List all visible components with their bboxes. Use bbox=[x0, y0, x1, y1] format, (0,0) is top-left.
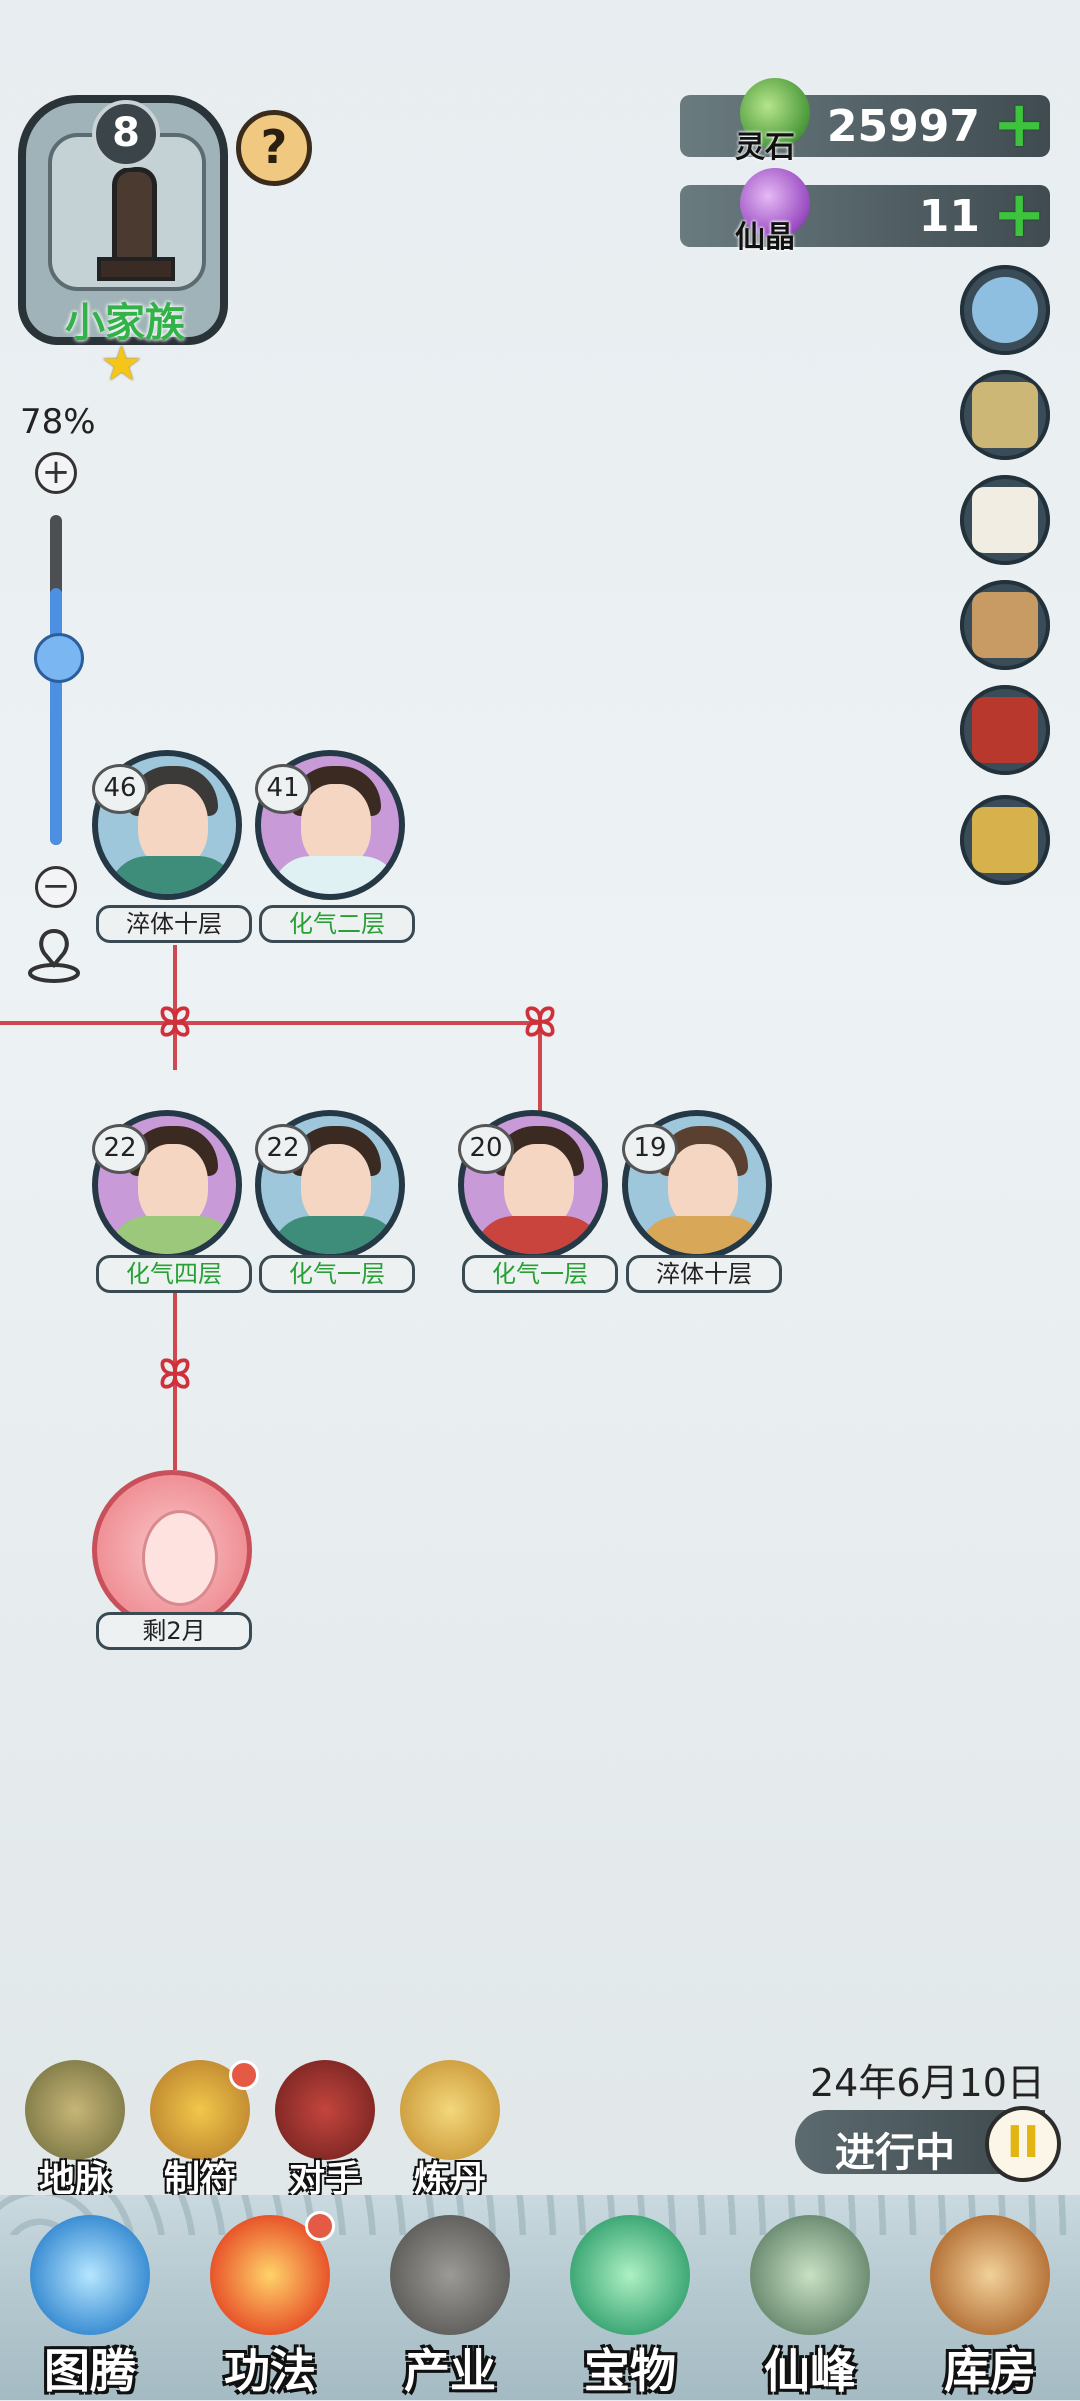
plaque-icon bbox=[972, 807, 1038, 873]
tab-totem[interactable]: 图腾 bbox=[0, 2195, 180, 2400]
status-text: 进行中 bbox=[835, 2130, 955, 2176]
notification-dot bbox=[305, 2211, 335, 2241]
map-scroll-icon bbox=[972, 382, 1038, 448]
treasure-bag-icon bbox=[930, 2215, 1050, 2335]
unborn-child[interactable] bbox=[92, 1470, 252, 1630]
member-card[interactable]: 22 化气四层 bbox=[92, 1110, 252, 1293]
tab-label: 仙峰 bbox=[764, 2344, 856, 2398]
notification-dot bbox=[229, 2060, 259, 2090]
clan-name: 小家族 bbox=[65, 300, 185, 346]
book-icon bbox=[972, 697, 1038, 763]
bottom-nav bbox=[0, 2195, 1080, 2400]
avatar bbox=[622, 1110, 772, 1260]
settings-button[interactable] bbox=[960, 265, 1050, 355]
tab-label: 图腾 bbox=[44, 2344, 136, 2398]
immortal-crystal-label: 仙晶 bbox=[735, 220, 795, 255]
totem-icon bbox=[30, 2215, 150, 2335]
tree-line bbox=[538, 1021, 542, 1111]
mountain-hall-icon bbox=[390, 2215, 510, 2335]
earth-vein-icon bbox=[25, 2060, 125, 2160]
tab-label: 产业 bbox=[404, 2344, 496, 2398]
gate-icon bbox=[275, 2060, 375, 2160]
age-badge: 20 bbox=[458, 1124, 514, 1174]
book-button[interactable] bbox=[960, 685, 1050, 775]
add-immortal-crystal-button[interactable]: + bbox=[992, 178, 1046, 252]
clan-level: 8 bbox=[92, 100, 160, 168]
tab-industry[interactable]: 产业 bbox=[360, 2195, 540, 2400]
member-card[interactable]: 46 淬体十层 bbox=[92, 750, 252, 943]
cultivation-rank: 淬体十层 bbox=[96, 905, 252, 943]
zoom-in-button[interactable]: + bbox=[35, 452, 77, 494]
marriage-knot-icon: ꕤ bbox=[158, 1352, 192, 1398]
age-badge: 19 bbox=[622, 1124, 678, 1174]
cultivation-rank: 化气一层 bbox=[259, 1255, 415, 1293]
cultivation-rank: 化气一层 bbox=[462, 1255, 618, 1293]
quick-talisman[interactable]: 制符 bbox=[145, 2060, 259, 2200]
letter-icon bbox=[972, 487, 1038, 553]
tab-label: 宝物 bbox=[584, 2344, 676, 2398]
zoom-out-button[interactable]: − bbox=[35, 866, 77, 908]
game-date: 24年6月10日 bbox=[810, 2061, 1045, 2105]
age-badge: 46 bbox=[92, 764, 148, 814]
tab-treasure[interactable]: 宝物 bbox=[540, 2195, 720, 2400]
spirit-stone-icon bbox=[740, 78, 810, 148]
map-button[interactable] bbox=[960, 370, 1050, 460]
quick-label: 对手 bbox=[288, 2159, 361, 2200]
tree-line bbox=[0, 1021, 540, 1025]
quick-label: 炼丹 bbox=[413, 2159, 486, 2200]
cultivation-rank: 化气二层 bbox=[259, 905, 415, 943]
tab-peak[interactable]: 仙峰 bbox=[720, 2195, 900, 2400]
zoom-slider-fill bbox=[50, 587, 62, 845]
quick-earth-vein[interactable]: 地脉 bbox=[20, 2060, 130, 2200]
member-card[interactable]: 19 淬体十层 bbox=[622, 1110, 782, 1293]
cultivation-rank: 淬体十层 bbox=[626, 1255, 782, 1293]
furnace-icon bbox=[400, 2060, 500, 2160]
marriage-knot-icon: ꕤ bbox=[158, 1000, 192, 1046]
immortal-crystal-icon bbox=[740, 168, 810, 238]
fetus-icon bbox=[142, 1510, 218, 1606]
plaque-button[interactable] bbox=[960, 795, 1050, 885]
tab-technique[interactable]: 功法 bbox=[180, 2195, 360, 2400]
member-card[interactable]: 20 化气一层 bbox=[458, 1110, 618, 1293]
member-card[interactable]: 22 化气一层 bbox=[255, 1110, 415, 1293]
letter-button[interactable] bbox=[960, 475, 1050, 565]
avatar bbox=[92, 750, 242, 900]
spirit-stone-label: 灵石 bbox=[735, 130, 795, 165]
quick-label: 地脉 bbox=[38, 2159, 111, 2200]
tab-label: 功法 bbox=[224, 2344, 316, 2398]
tree-line bbox=[173, 945, 177, 1070]
star-icon: ★ bbox=[100, 336, 144, 392]
yin-yang-gear-icon bbox=[972, 277, 1038, 343]
jade-treasure-icon bbox=[570, 2215, 690, 2335]
age-badge: 22 bbox=[255, 1124, 311, 1174]
tree-line bbox=[173, 1290, 177, 1470]
locate-icon[interactable] bbox=[24, 925, 84, 985]
zoom-percent: 78% bbox=[20, 402, 96, 442]
help-button[interactable]: ? bbox=[236, 110, 312, 186]
spirit-stone-value: 25997 bbox=[826, 101, 980, 152]
pregnancy-remaining: 剩2月 bbox=[96, 1612, 252, 1650]
scroll-button[interactable] bbox=[960, 580, 1050, 670]
add-spirit-stone-button[interactable]: + bbox=[992, 88, 1046, 162]
age-badge: 41 bbox=[255, 764, 311, 814]
immortal-crystal-value: 11 bbox=[918, 191, 980, 242]
member-card[interactable]: 41 化气二层 bbox=[255, 750, 415, 943]
quick-label: 制符 bbox=[163, 2159, 236, 2200]
pause-button[interactable]: II bbox=[985, 2106, 1061, 2182]
tab-storehouse[interactable]: 库房 bbox=[900, 2195, 1080, 2400]
quick-rival[interactable]: 对手 bbox=[270, 2060, 380, 2200]
age-badge: 22 bbox=[92, 1124, 148, 1174]
zoom-slider-handle[interactable] bbox=[34, 633, 84, 683]
quick-alchemy[interactable]: 炼丹 bbox=[395, 2060, 505, 2200]
cultivation-rank: 化气四层 bbox=[96, 1255, 252, 1293]
scroll-icon bbox=[972, 592, 1038, 658]
tab-label: 库房 bbox=[944, 2344, 1036, 2398]
peak-icon bbox=[750, 2215, 870, 2335]
marriage-knot-icon: ꕤ bbox=[523, 1000, 557, 1046]
